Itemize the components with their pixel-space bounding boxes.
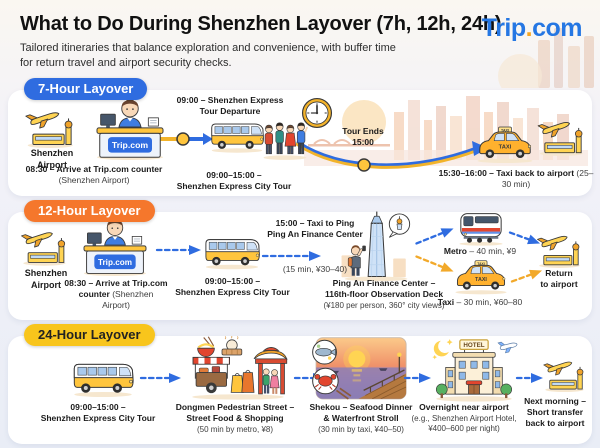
taxi-back-caption: 15:30–16:00 – Taxi back to airport (25–3… [438,168,594,190]
tower-caption: Ping An Finance Center – 116th-floor Obs… [323,278,445,311]
solid-arrow [160,132,213,146]
bus-icon [208,116,266,156]
dongmen-caption: Dongmen Pedestrian Street – Street Food … [175,402,295,435]
departure-caption: 09:00 – Shenzhen Express Tour Departure [176,95,284,117]
tour-ends-caption: Tour Ends 15:00 [342,126,384,148]
airport-label: Shenzhen Airport [24,268,68,290]
logo-dot: . [525,14,533,42]
dongmen-street-icon [182,336,294,400]
section-24-hour: 24-Hour Layover 09:00–15:00 – Shenzhen E… [8,324,592,444]
clock-icon [300,96,334,130]
airport-icon [536,118,590,156]
dashed-arrow [415,228,454,245]
bus-icon [70,356,136,400]
badge-12-hour: 12-Hour Layover [24,200,155,222]
taxi-transfer-caption: 15:00 – Taxi to Ping Ping An Finance Cen… [267,218,363,240]
city-tour-caption: 09:00–15:00 – Shenzhen Express City Tour [176,170,292,192]
dashed-arrow [139,373,181,383]
airport-icon [20,228,72,266]
dashed-arrow [415,255,454,272]
dashed-arrow [155,245,201,255]
airport-icon [24,108,80,148]
dashed-arrow [403,373,431,383]
return-caption: Return to airport [540,268,578,290]
arrive-caption: 08:30 – Arrive at Trip.com counter (Shen… [25,164,163,186]
airport-icon [542,358,590,392]
page-subtitle: Tailored itineraries that balance explor… [20,42,396,69]
shekou-sunset-icon [304,336,408,404]
hotel-icon [428,336,520,402]
page-title: What to Do During Shenzhen Layover (7h, … [20,13,502,35]
arrive-caption: 08:30 – Arrive at Trip.com counter (Shen… [64,278,168,311]
section-12-hour: 12-Hour Layover Shenzhen Airport 08:30 –… [8,200,592,320]
section-7-hour: 7-Hour Layover Shenzhen Airport 08:30 – … [8,78,593,196]
dashed-arrow [261,251,321,261]
badge-24-hour: 24-Hour Layover [24,324,155,346]
shekou-caption: Shekou – Seafood Dinner & Waterfront Str… [309,402,413,435]
metro-icon [454,210,508,246]
airport-label: Shenzhen Airport [30,148,74,170]
trip-com-logo: Trip.com [481,14,583,43]
city-tour-caption: 09:00–15:00 – Shenzhen Express City Tour [40,402,156,424]
dashed-arrow [510,269,543,283]
taxi-transfer-note: (15 min, ¥30–40) [282,264,348,274]
header-skyline-art [498,28,594,88]
dashed-arrow [508,231,541,245]
next-morning-caption: Next morning – Short transfer back to ai… [524,396,586,429]
logo-com: com [532,14,582,42]
logo-trip: Trip [481,14,526,42]
dashed-arrow [515,373,543,383]
taxi-icon [474,126,536,164]
taxi-option-caption: Taxi – 30 min, ¥60–80 [437,297,523,307]
metro-caption: Metro – 40 min, ¥9 [443,246,517,256]
city-tour-caption: 09:00–15:00 – Shenzhen Express City Tour [175,276,290,298]
trip-counter-icon [76,214,154,276]
badge-7-hour: 7-Hour Layover [24,78,148,100]
overnight-caption: Overnight near airport(e.g., Shenzhen Ai… [411,402,517,434]
